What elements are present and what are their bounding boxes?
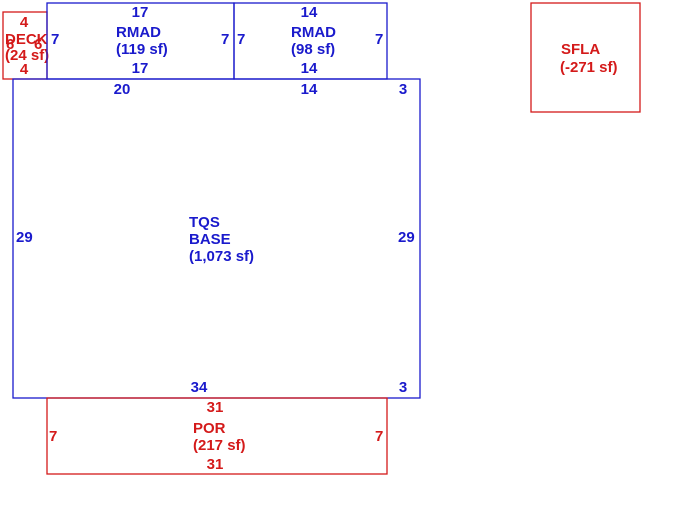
sfla-area-value: (-271 sf) [560, 59, 618, 76]
sfla-area: SFLA (-271 sf) [530, 2, 641, 113]
rmad-right-top-dim: 14 [301, 4, 318, 21]
deck-label: DECK [5, 31, 48, 48]
por-outline [46, 397, 388, 475]
rmad-left-left-dim: 7 [51, 31, 59, 48]
sfla-label: SFLA [561, 41, 600, 58]
rmad-left-right-dim: 7 [221, 31, 229, 48]
por-bottom-dim: 31 [207, 456, 224, 473]
rmad-right-area: 14 7 RMAD (98 sf) 7 14 [233, 2, 388, 80]
por-label: POR [193, 420, 226, 437]
deck-bottom-dim: 4 [20, 61, 29, 78]
rmad-right-label: RMAD [291, 24, 336, 41]
deck-top-dim: 4 [20, 14, 29, 31]
rmad-right-left-dim: 7 [237, 31, 245, 48]
base-right-dim: 29 [398, 229, 415, 246]
base-top-mid-dim: 14 [301, 81, 318, 98]
base-top-left-dim: 20 [114, 81, 131, 98]
base-bottom-dim: 34 [191, 379, 208, 396]
rmad-left-bottom-dim: 17 [132, 60, 149, 77]
por-right-dim: 7 [375, 428, 383, 445]
rmad-left-area: 17 7 RMAD (119 sf) 7 17 [46, 2, 235, 80]
base-label-line2: BASE [189, 231, 231, 248]
por-area: 31 7 POR (217 sf) 7 31 [46, 397, 388, 475]
rmad-right-bottom-dim: 14 [301, 60, 318, 77]
base-bottom-right-dim: 3 [399, 379, 407, 396]
base-top-right-dim: 3 [399, 81, 407, 98]
rmad-right-right-dim: 7 [375, 31, 383, 48]
rmad-left-top-dim: 17 [132, 4, 149, 21]
deck-area: 4 DECK 6 6 (24 sf) 4 [2, 11, 49, 80]
rmad-left-area-value: (119 sf) [116, 41, 168, 58]
por-area-value: (217 sf) [193, 437, 246, 454]
rmad-left-label: RMAD [116, 24, 161, 41]
por-top-dim: 31 [207, 399, 224, 416]
deck-right-dim: 6 [34, 36, 42, 53]
base-area: 20 14 3 29 TQS BASE (1,073 sf) 29 34 3 [12, 78, 421, 399]
base-left-dim: 29 [16, 229, 33, 246]
sfla-outline [530, 2, 641, 113]
base-label-line1: TQS [189, 214, 220, 231]
deck-left-dim: 6 [6, 36, 14, 53]
rmad-right-area-value: (98 sf) [291, 41, 335, 58]
base-area-value: (1,073 sf) [189, 248, 254, 265]
deck-area-value: (24 sf) [5, 47, 49, 64]
por-left-dim: 7 [49, 428, 57, 445]
